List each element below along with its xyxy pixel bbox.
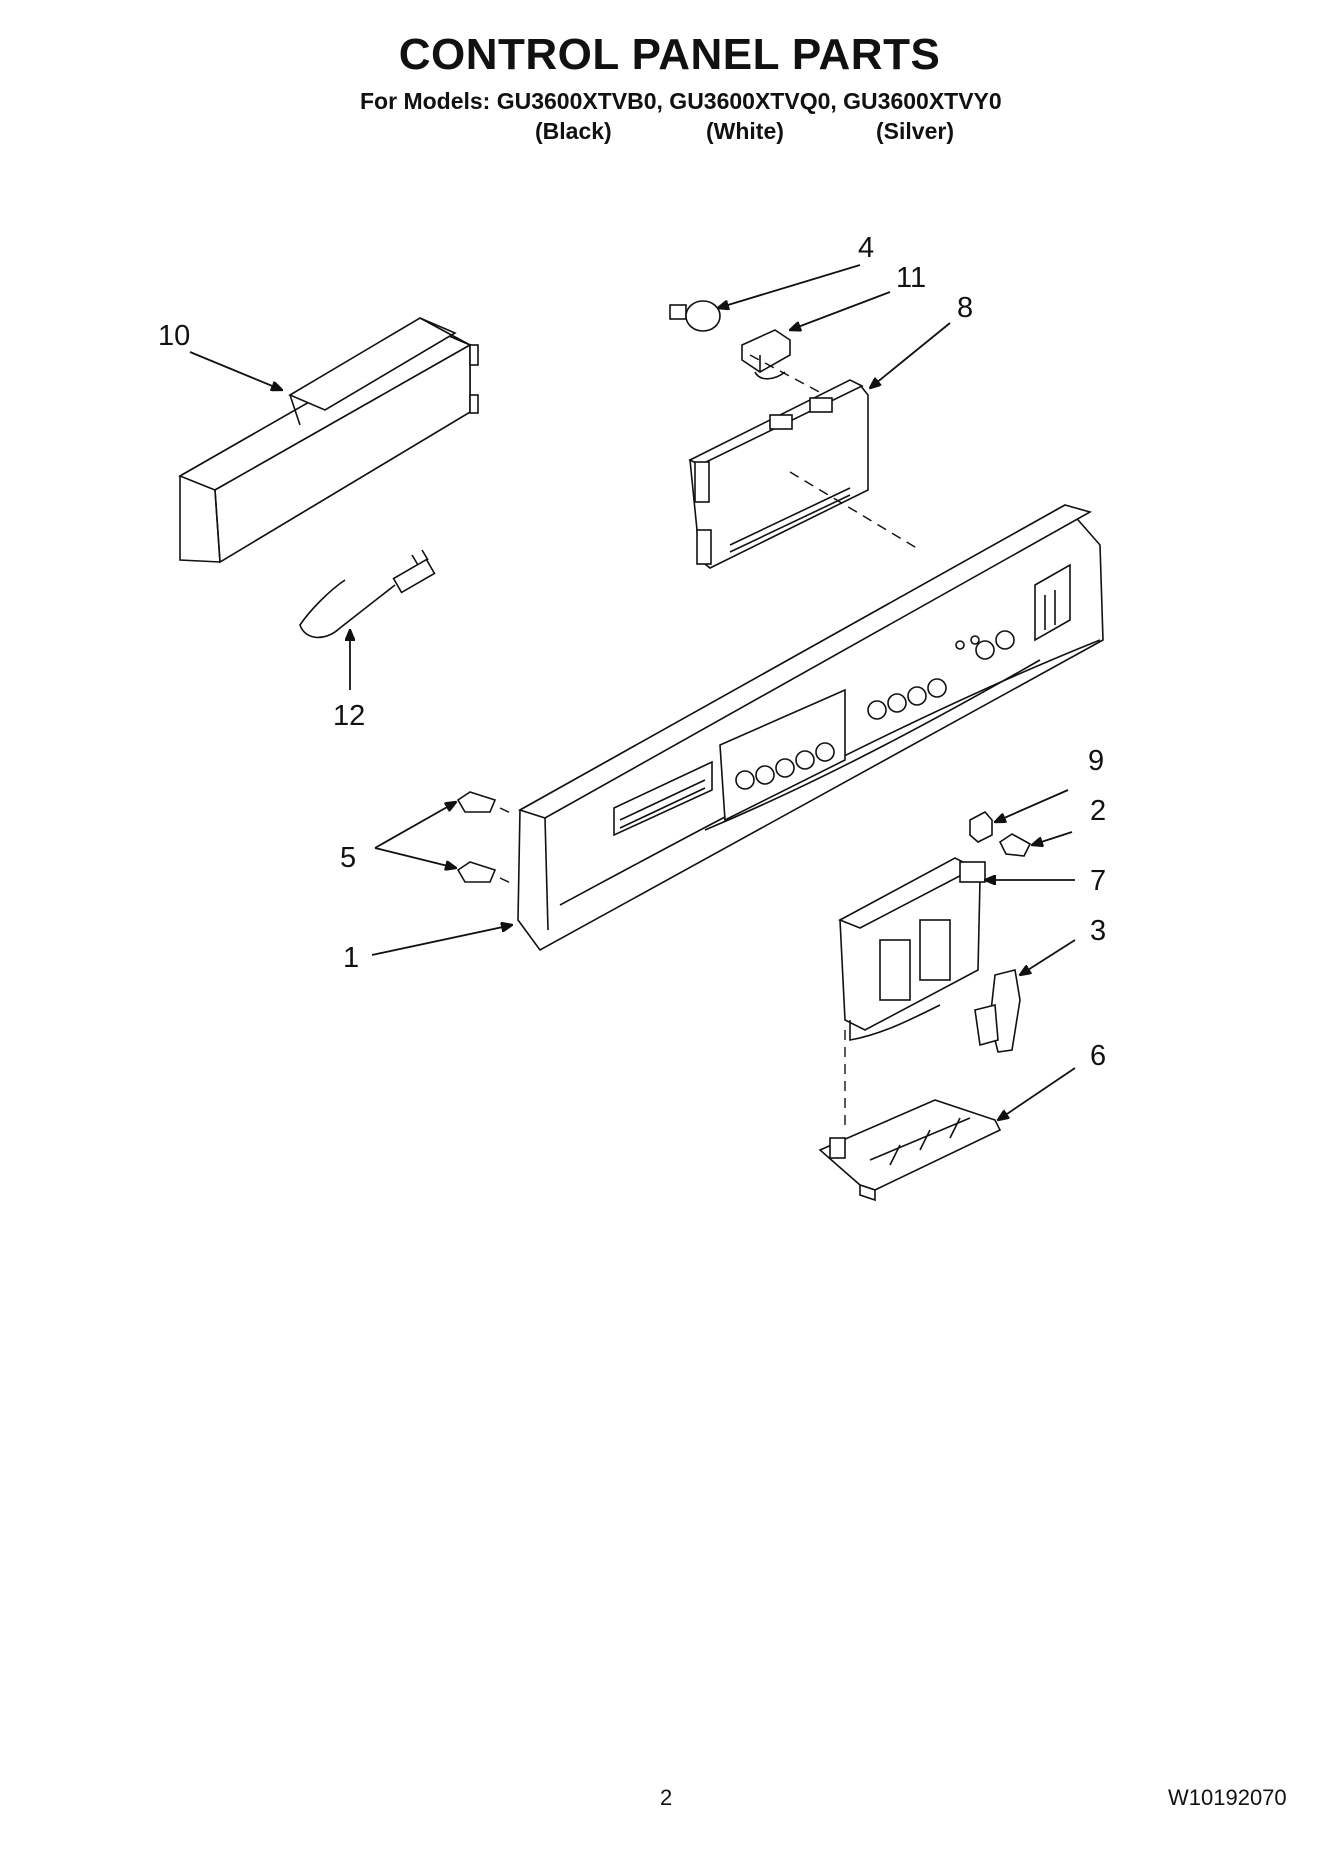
part-12-harness xyxy=(299,549,436,639)
leader-11 xyxy=(790,291,891,330)
assembly-line xyxy=(749,354,826,396)
part-3-latch xyxy=(974,969,1021,1053)
callout-1: 1 xyxy=(343,942,360,974)
part-6-bracket xyxy=(818,1099,1002,1202)
part-10-cover xyxy=(178,317,479,564)
leader-9 xyxy=(995,789,1069,822)
callout-11: 11 xyxy=(896,262,927,294)
page-title: CONTROL PANEL PARTS xyxy=(398,30,941,79)
models-line: For Models: GU3600XTVB0, GU3600XTVQ0, GU… xyxy=(360,88,1002,114)
part-8-control-board xyxy=(688,379,869,569)
variant-black: (Black) xyxy=(535,118,612,144)
leader-8 xyxy=(870,322,951,388)
variant-silver: (Silver) xyxy=(876,118,954,144)
leader-5b xyxy=(374,847,456,868)
callout-3: 3 xyxy=(1090,915,1107,947)
callout-9: 9 xyxy=(1088,745,1105,777)
leader-6 xyxy=(998,1067,1076,1120)
part-7-housing xyxy=(838,857,986,1130)
leader-4 xyxy=(718,264,861,308)
part-9-cap xyxy=(969,810,993,843)
part-1-console xyxy=(517,503,1104,952)
part-4-thermostat xyxy=(669,300,721,332)
callout-2: 2 xyxy=(1090,795,1107,827)
leader-3 xyxy=(1020,939,1076,975)
callout-6: 6 xyxy=(1090,1040,1107,1072)
callout-12: 12 xyxy=(333,700,366,732)
page-number: 2 xyxy=(660,1785,673,1810)
part-2-screw xyxy=(998,833,1032,857)
callout-7: 7 xyxy=(1090,865,1107,897)
part-11-clip xyxy=(741,329,791,380)
assembly-line xyxy=(789,471,921,551)
leader-2 xyxy=(1032,831,1073,845)
callout-5: 5 xyxy=(340,842,357,874)
leader-1 xyxy=(371,925,512,956)
callout-8: 8 xyxy=(957,292,974,324)
variant-white: (White) xyxy=(706,118,784,144)
leader-5a xyxy=(374,802,456,849)
leader-10 xyxy=(189,351,282,390)
part-5-screws xyxy=(456,791,516,886)
callout-4: 4 xyxy=(858,232,875,264)
document-number: W10192070 xyxy=(1168,1785,1287,1810)
callout-10: 10 xyxy=(158,320,191,352)
